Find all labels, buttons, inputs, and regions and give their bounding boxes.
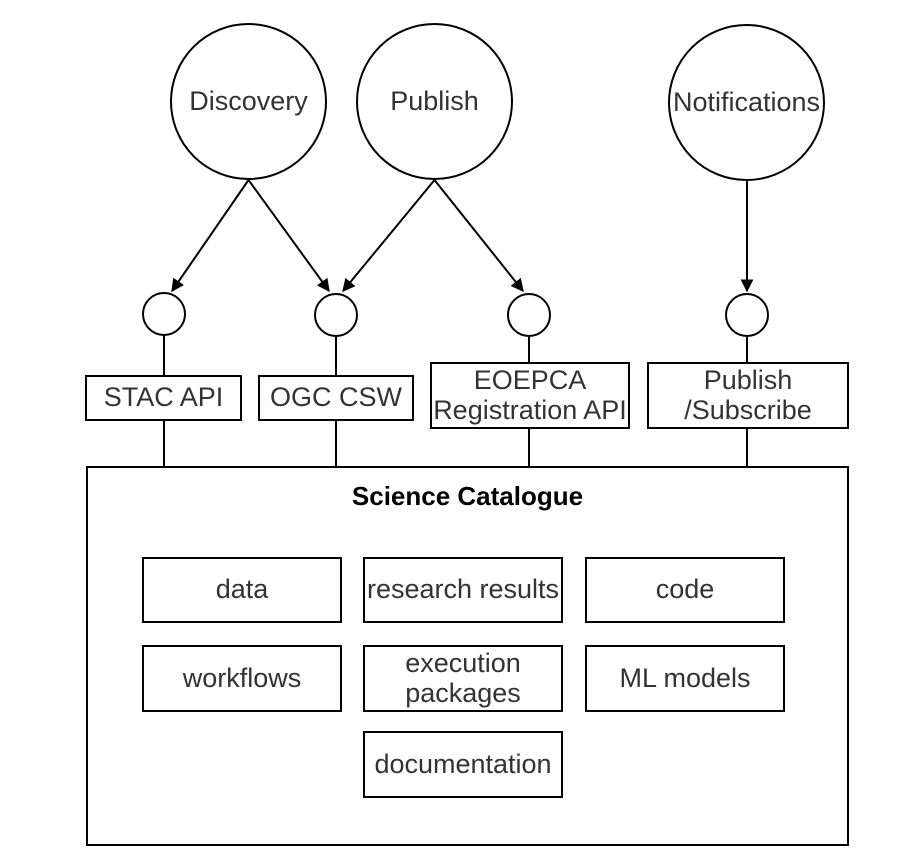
actor-label-notifications: Notifications <box>672 86 821 117</box>
interface-box-publish-subscribe: Publish /Subscribe <box>647 362 849 429</box>
catalogue-item-label: workflows <box>182 662 302 693</box>
interface-label-registration-api: EOEPCA Registration API <box>433 364 627 425</box>
actor-circle-discovery: Discovery <box>170 23 327 180</box>
actor-label-discovery: Discovery <box>189 85 308 116</box>
catalogue-item-label: execution packages <box>405 647 521 708</box>
arrow-discovery-to-stac-port <box>171 179 250 293</box>
catalogue-item-label: code <box>655 574 715 605</box>
catalogue-item-data: data <box>142 557 342 623</box>
catalogue-item-label: ML models <box>619 662 751 693</box>
interface-label-ogc-csw: OGC CSW <box>270 382 402 413</box>
science-catalogue-title: Science Catalogue <box>351 481 584 511</box>
interface-label-stac-api: STAC API <box>103 382 224 413</box>
port-stac-api <box>142 292 186 336</box>
catalogue-item-research-results: research results <box>363 557 563 623</box>
catalogue-item-ml-models: ML models <box>585 645 785 712</box>
port-registration-api <box>507 293 551 337</box>
arrow-publish-to-csw-port <box>342 179 436 293</box>
catalogue-item-documentation: documentation <box>363 731 563 798</box>
arrow-discovery-to-csw-port <box>247 179 330 293</box>
catalogue-item-execution-packages: execution packages <box>363 645 563 712</box>
actor-label-publish: Publish <box>390 85 479 116</box>
catalogue-item-workflows: workflows <box>142 645 342 712</box>
catalogue-item-label: data <box>215 574 269 605</box>
catalogue-item-label: research results <box>366 574 560 605</box>
interface-box-ogc-csw: OGC CSW <box>258 375 414 421</box>
catalogue-item-label: documentation <box>374 748 552 779</box>
interface-box-stac-api: STAC API <box>85 375 242 421</box>
catalogue-item-code: code <box>585 557 785 623</box>
actor-circle-notifications: Notifications <box>668 24 825 181</box>
interface-box-registration-api: EOEPCA Registration API <box>430 362 630 429</box>
port-ogc-csw <box>314 293 358 337</box>
actor-circle-publish: Publish <box>356 23 513 180</box>
arrow-publish-to-registration-port <box>433 179 524 293</box>
interface-label-publish-subscribe: Publish /Subscribe <box>684 364 812 425</box>
port-publish-subscribe <box>725 293 769 337</box>
